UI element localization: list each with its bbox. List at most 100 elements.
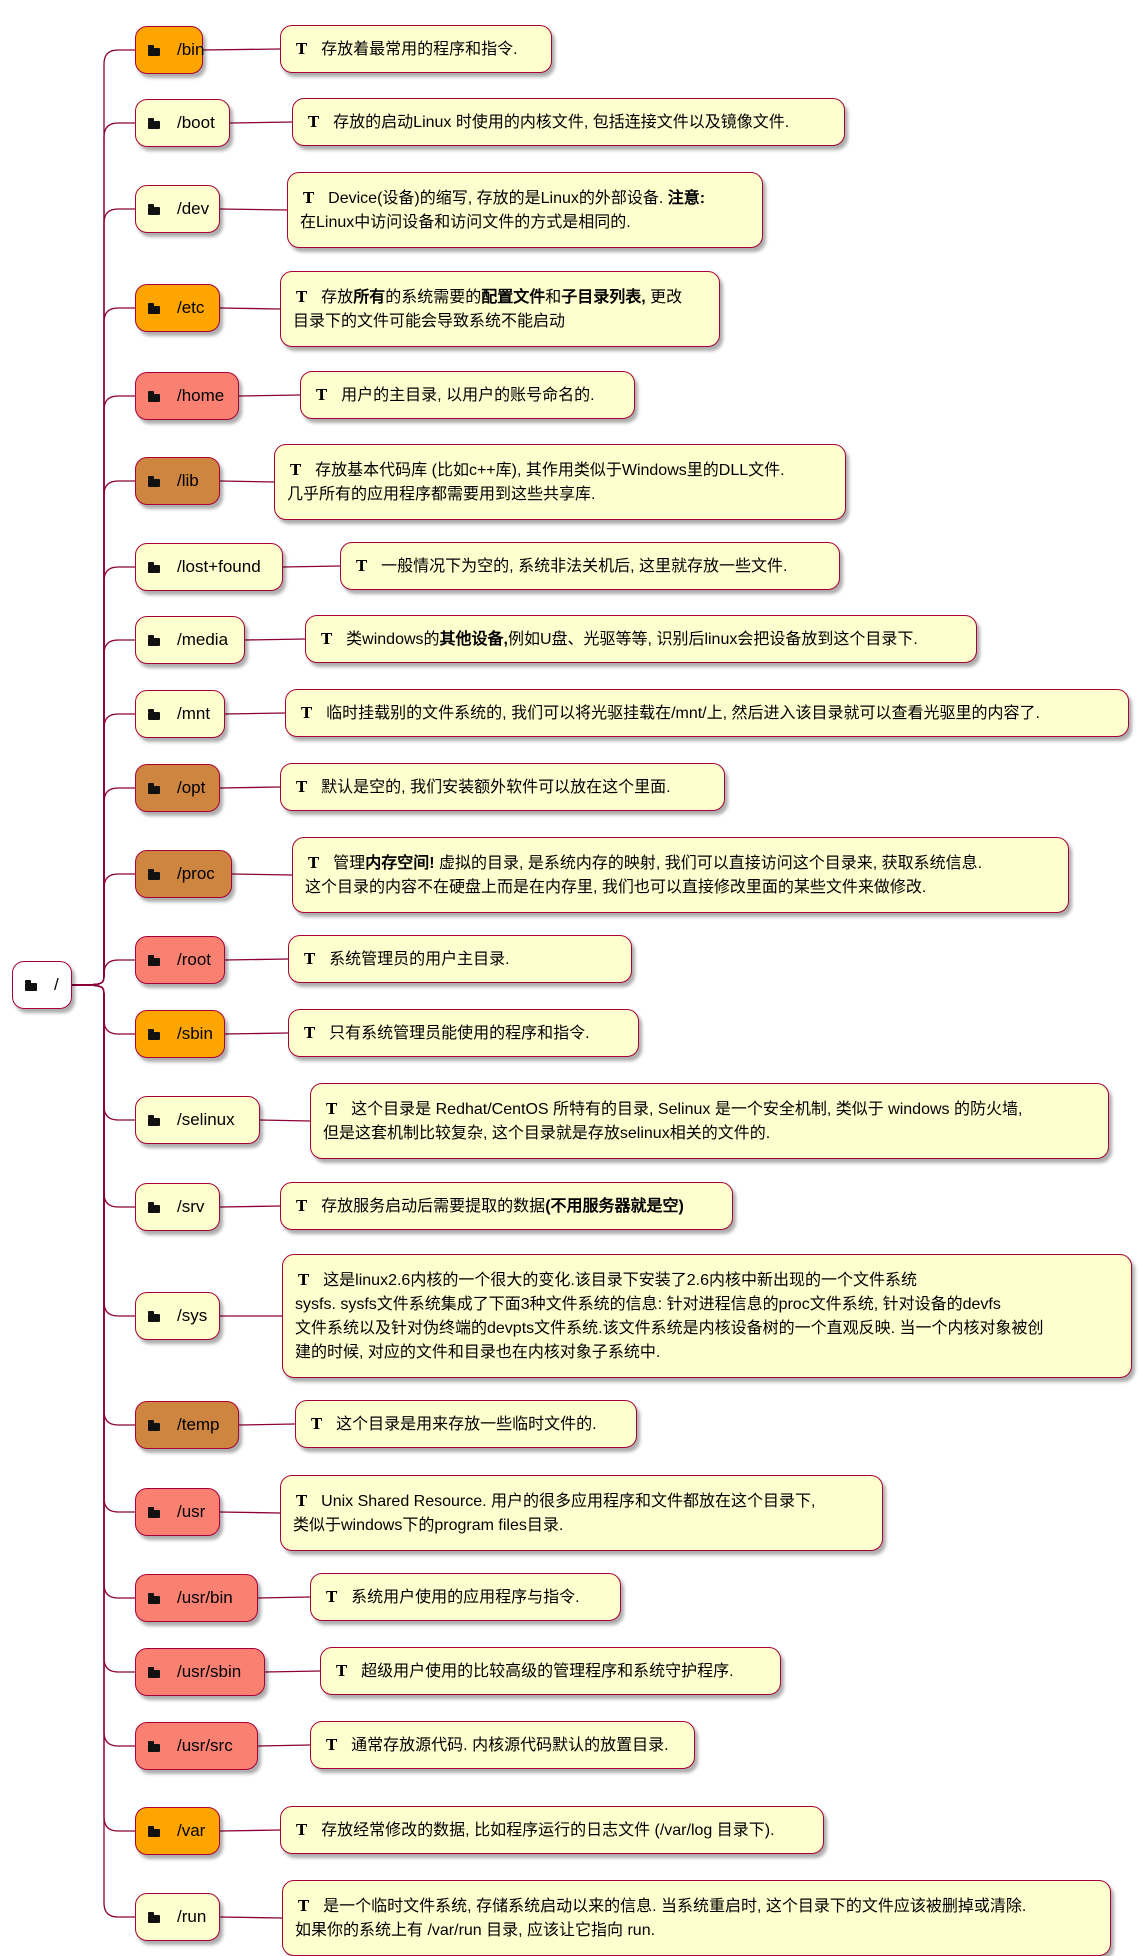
folder-icon bbox=[148, 1028, 160, 1040]
note-type-icon: T bbox=[304, 949, 316, 968]
note-text: 一般情况下为空的, 系统非法关机后, 这里就存放一些文件. bbox=[381, 557, 788, 575]
note-line: 文件系统以及针对伪终端的devpts文件系统.该文件系统是内核设备树的一个直观反… bbox=[295, 1317, 1119, 1341]
note-line: 但是这套机制比较复杂, 这个目录就是存放selinux相关的文件的. bbox=[323, 1122, 1096, 1146]
root-label: / bbox=[54, 975, 59, 994]
dir-node-srv[interactable]: /srv bbox=[135, 1183, 220, 1231]
note-type-icon: T bbox=[303, 188, 315, 207]
note-text: 系统管理员的用户主目录. bbox=[329, 950, 510, 968]
dir-node-media[interactable]: /media bbox=[135, 616, 245, 664]
folder-icon bbox=[148, 1825, 160, 1837]
note-text: 文件系统以及针对伪终端的devpts文件系统.该文件系统是内核设备树的一个直观反… bbox=[295, 1319, 1044, 1337]
dir-node-dev[interactable]: /dev bbox=[135, 185, 220, 233]
note-line: 类似于windows下的program files目录. bbox=[293, 1514, 870, 1538]
dir-node-lostfound[interactable]: /lost+found bbox=[135, 543, 283, 591]
dir-node-sys[interactable]: /sys bbox=[135, 1292, 220, 1340]
folder-icon bbox=[148, 868, 160, 880]
note-line: 建的时候, 对应的文件和目录也在内核对象子系统中. bbox=[295, 1341, 1119, 1365]
note-text-bold: 内存空间! bbox=[365, 854, 435, 872]
note-text: 这个目录的内容不在硬盘上而是在内存里, 我们也可以直接修改里面的某些文件来做修改… bbox=[305, 878, 927, 896]
note-text: 管理 bbox=[333, 854, 366, 872]
folder-icon bbox=[148, 1419, 160, 1431]
note-line: T 存放着最常用的程序和指令. bbox=[293, 37, 539, 62]
dir-node-usr[interactable]: /usr bbox=[135, 1488, 220, 1536]
dir-label: /usr/bin bbox=[177, 1588, 233, 1607]
root-node[interactable]: / bbox=[12, 961, 72, 1009]
note-text: 通常存放源代码. 内核源代码默认的放置目录. bbox=[351, 1736, 669, 1754]
folder-icon bbox=[148, 44, 160, 56]
dir-node-root[interactable]: /root bbox=[135, 936, 225, 984]
note-text: 存放的启动Linux 时使用的内核文件, 包括连接文件以及镜像文件. bbox=[333, 113, 790, 131]
dir-node-run[interactable]: /run bbox=[135, 1893, 220, 1941]
note-text: 类似于windows下的program files目录. bbox=[293, 1516, 564, 1534]
dir-label: /temp bbox=[177, 1415, 220, 1434]
note-type-icon: T bbox=[296, 777, 308, 796]
dir-label: /usr/src bbox=[177, 1736, 233, 1755]
dir-node-proc[interactable]: /proc bbox=[135, 850, 232, 898]
note-type-icon: T bbox=[356, 556, 368, 575]
dir-node-mnt[interactable]: /mnt bbox=[135, 690, 225, 738]
dir-label: /media bbox=[177, 630, 229, 649]
dir-node-bin[interactable]: /bin bbox=[135, 26, 204, 74]
note-type-icon: T bbox=[296, 1196, 308, 1215]
dir-label: /root bbox=[177, 950, 212, 969]
dir-node-home[interactable]: /home bbox=[135, 372, 239, 420]
dir-label: /usr bbox=[177, 1502, 206, 1521]
note-line: 目录下的文件可能会导致系统不能启动 bbox=[293, 310, 707, 334]
dir-node-lib[interactable]: /lib bbox=[135, 457, 220, 505]
dir-node-etc[interactable]: /etc bbox=[135, 284, 220, 332]
note-text: 在Linux中访问设备和访问文件的方式是相同的. bbox=[300, 213, 631, 231]
folder-icon bbox=[148, 1114, 160, 1126]
folder-icon bbox=[148, 561, 160, 573]
note-line: 几乎所有的应用程序都需要用到这些共享库. bbox=[287, 483, 833, 507]
note-line: T 系统管理员的用户主目录. bbox=[301, 947, 619, 972]
note-text: 是一个临时文件系统, 存储系统启动以来的信息. 当系统重启时, 这个目录下的文件… bbox=[323, 1897, 1027, 1915]
note-type-icon: T bbox=[301, 703, 313, 722]
dir-label: /etc bbox=[177, 298, 205, 317]
dir-label: /dev bbox=[177, 199, 210, 218]
dir-node-usrsrc[interactable]: /usr/src bbox=[135, 1722, 258, 1770]
note-run: T 是一个临时文件系统, 存储系统启动以来的信息. 当系统重启时, 这个目录下的文… bbox=[282, 1880, 1111, 1956]
dir-node-selinux[interactable]: /selinux bbox=[135, 1096, 260, 1144]
note-text-bold: 子目录列表, bbox=[561, 288, 646, 306]
note-type-icon: T bbox=[336, 1661, 348, 1680]
dir-node-boot[interactable]: /boot bbox=[135, 99, 230, 147]
dir-node-usrsbin[interactable]: /usr/sbin bbox=[135, 1648, 265, 1696]
note-type-icon: T bbox=[296, 39, 308, 58]
note-text: 存放着最常用的程序和指令. bbox=[321, 40, 518, 58]
dir-node-usrbin[interactable]: /usr/bin bbox=[135, 1574, 258, 1622]
folder-icon bbox=[148, 1666, 160, 1678]
folder-icon bbox=[148, 708, 160, 720]
dir-node-opt[interactable]: /opt bbox=[135, 764, 220, 812]
note-type-icon: T bbox=[298, 1896, 310, 1915]
note-text: 只有系统管理员能使用的程序和指令. bbox=[329, 1024, 590, 1042]
note-text: 存放服务启动后需要提取的数据 bbox=[321, 1197, 546, 1215]
dir-label: /run bbox=[177, 1907, 207, 1926]
note-type-icon: T bbox=[326, 1099, 338, 1118]
dir-node-temp[interactable]: /temp bbox=[135, 1401, 239, 1449]
note-text: 的系统需要的 bbox=[385, 288, 482, 306]
note-text: 用户的主目录, 以用户的账号命名的. bbox=[341, 386, 595, 404]
dir-node-sbin[interactable]: /sbin bbox=[135, 1010, 225, 1058]
note-text: 这是linux2.6内核的一个很大的变化.该目录下安装了2.6内核中新出现的一个… bbox=[323, 1271, 918, 1289]
folder-icon bbox=[148, 1740, 160, 1752]
note-type-icon: T bbox=[296, 287, 308, 306]
dir-node-var[interactable]: /var bbox=[135, 1807, 220, 1855]
